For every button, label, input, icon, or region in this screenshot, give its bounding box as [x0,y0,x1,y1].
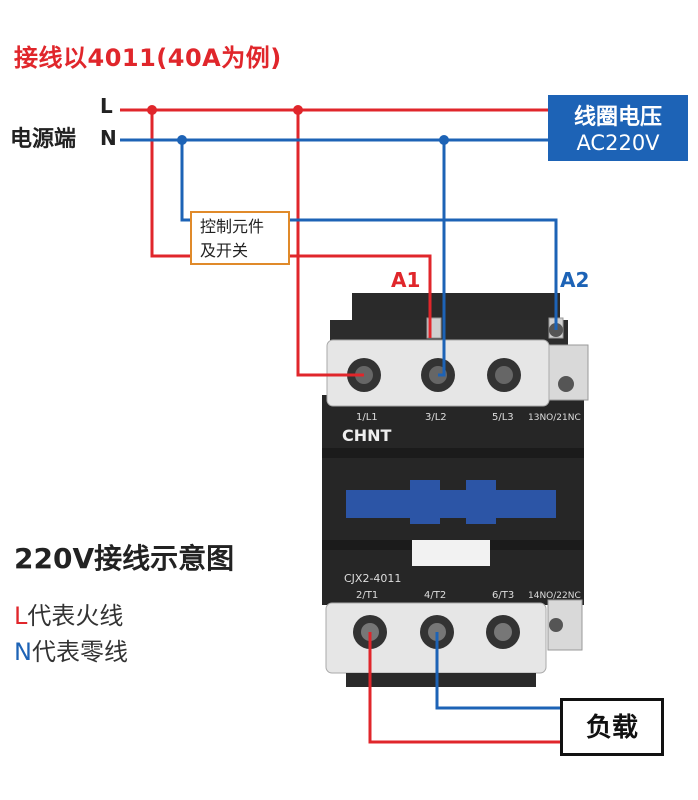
live-line-label: L [100,94,113,118]
page-title: 接线以4011(40A为例) [14,44,282,72]
legend-neutral: N代表零线 [14,632,128,667]
neutral-junctions [177,135,449,145]
coil-voltage-value: AC220V [576,131,660,155]
control-element-line2: 及开关 [200,241,249,260]
coil-voltage-title: 线圈电压 [573,105,662,130]
terminal-label-3-l2: 3/L2 [425,412,447,423]
live-wires [120,108,560,744]
coil-voltage-box: 线圈电压 AC220V [548,95,688,161]
terminal-a2-label: A2 [560,268,590,292]
live-junctions [147,105,303,115]
legend-live: L代表火线 [14,596,123,631]
legend-live-letter: L [14,602,28,630]
terminal-label-4-t2: 4/T2 [424,590,446,601]
legend-live-text: 代表火线 [27,602,124,630]
diagram-caption: 220V接线示意图 [14,542,235,575]
terminal-label-6-t3: 6/T3 [492,590,514,601]
terminal-label-2-t1: 2/T1 [356,590,378,601]
terminal-label-5-l3: 5/L3 [492,412,514,423]
brand-logo: CHNT [342,426,392,445]
control-element-box: 控制元件 及开关 [190,211,290,265]
terminal-label-13no-21nc: 13NO/21NC [528,413,581,423]
terminal-label-1-l1: 1/L1 [356,412,378,423]
power-source-label: 电源端 [10,127,77,152]
legend-neutral-letter: N [14,638,32,666]
control-element-line1: 控制元件 [200,217,265,236]
model-label: CJX2-4011 [344,572,401,585]
legend-neutral-text: 代表零线 [31,638,128,666]
terminal-label-14no-22nc: 14NO/22NC [528,591,581,601]
load-box: 负载 [560,698,664,756]
terminal-a1-label: A1 [391,268,421,292]
contactor-body [322,293,589,687]
neutral-line-label: N [100,126,117,150]
neutral-wires [120,138,560,710]
